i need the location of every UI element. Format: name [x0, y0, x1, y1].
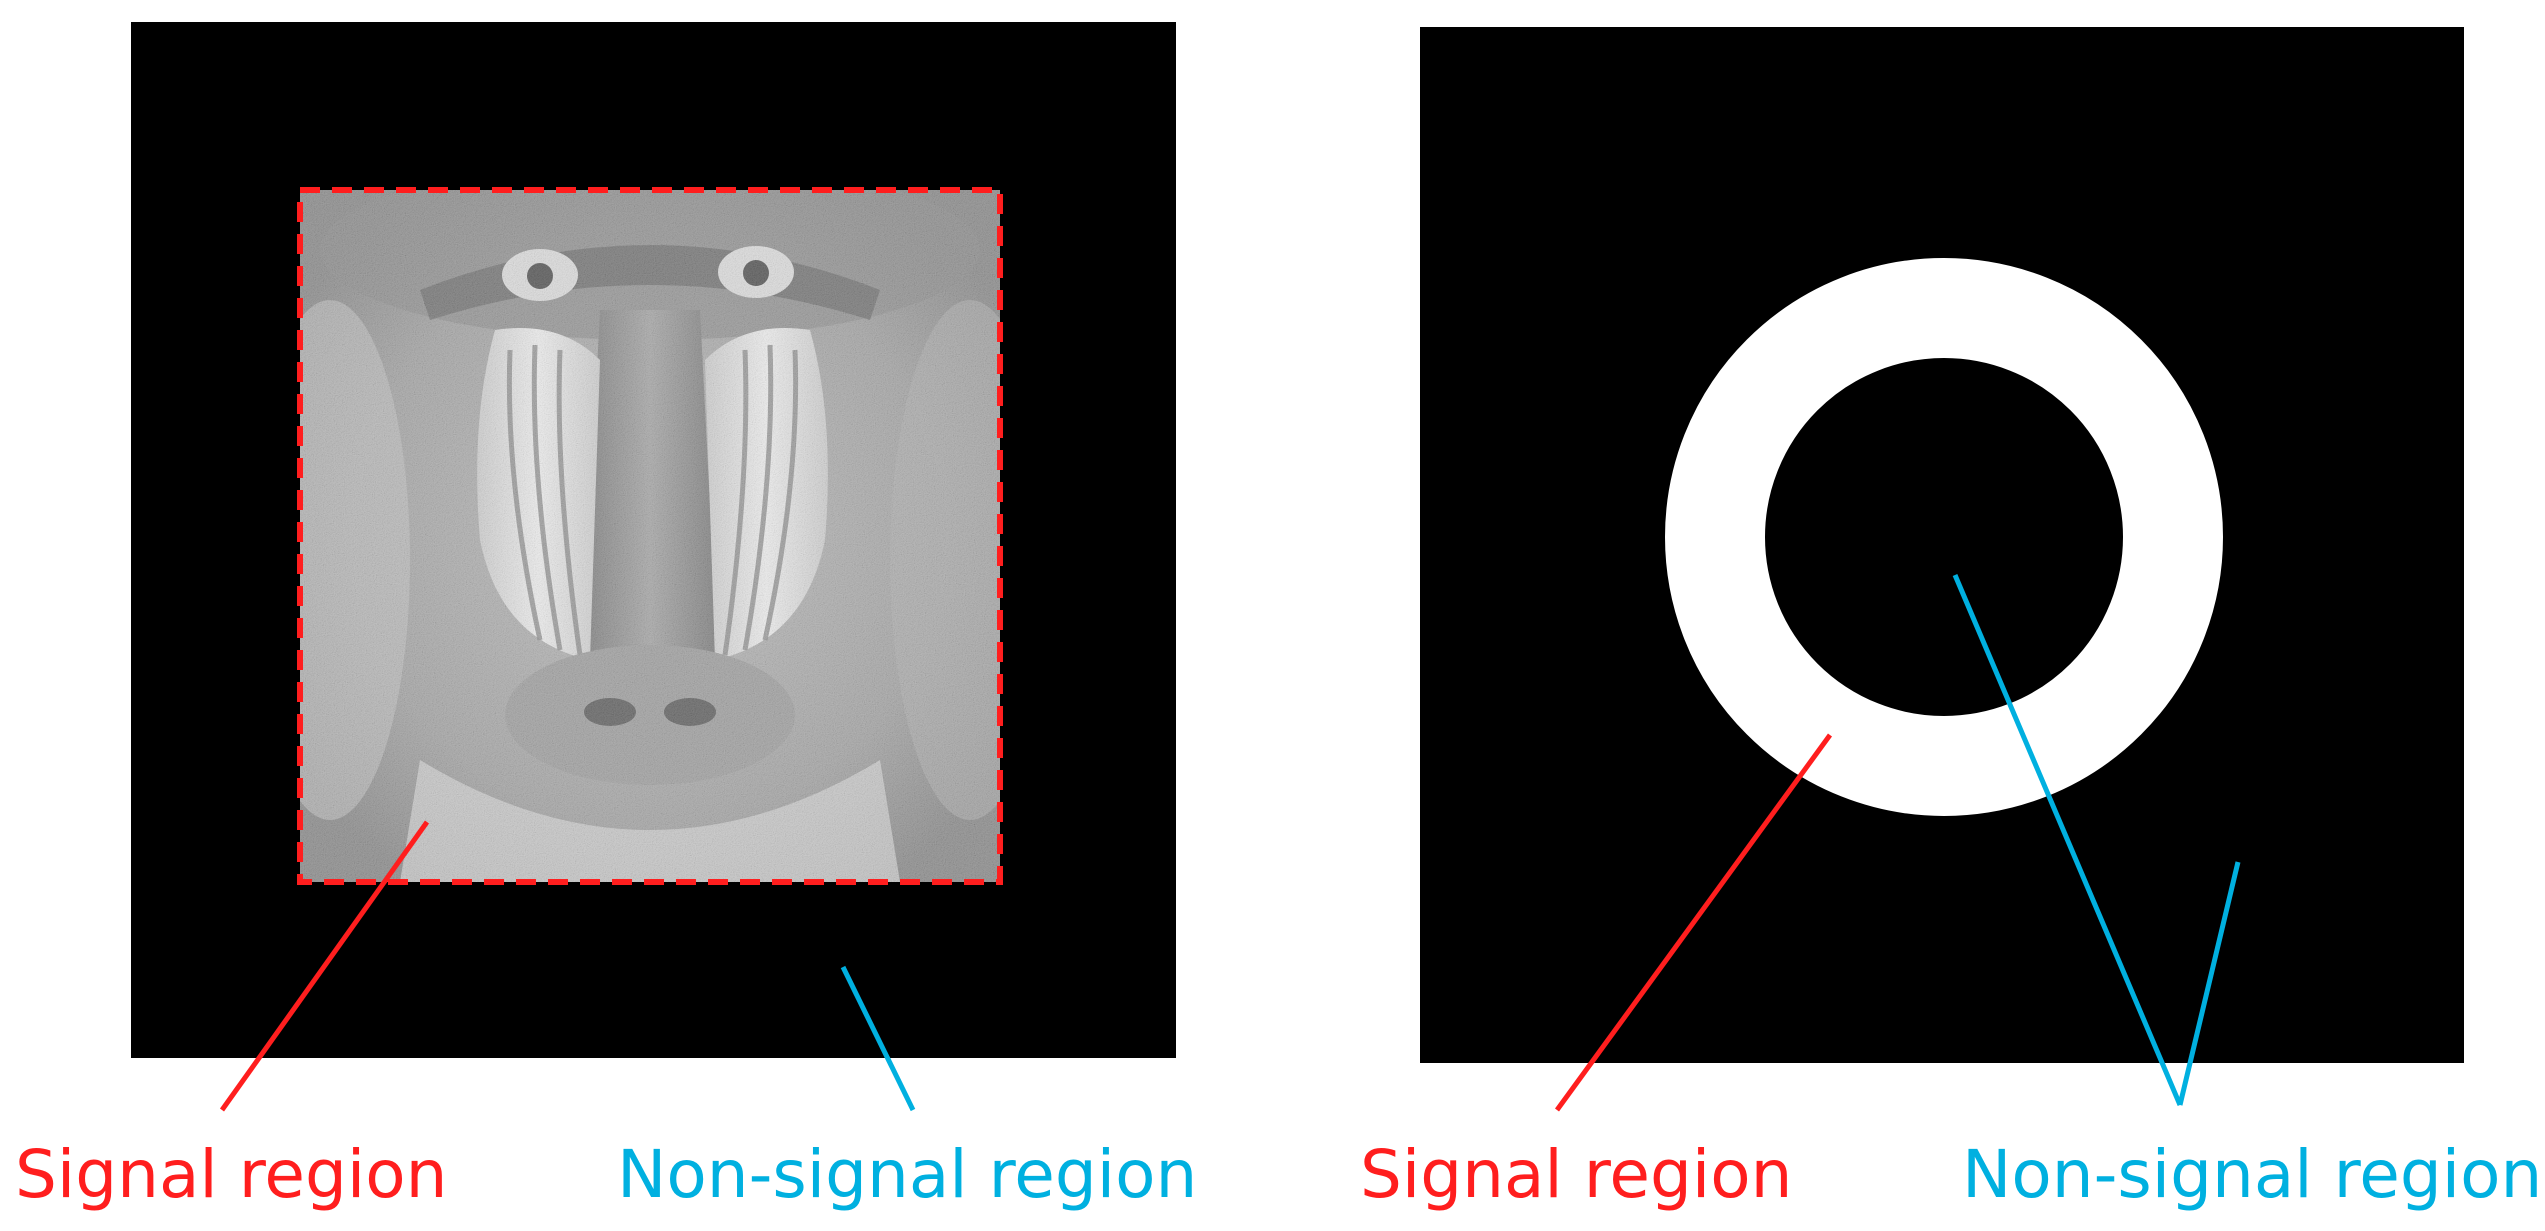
signal-ring: [1665, 258, 2223, 816]
left-signal-pointer: [219, 820, 430, 1112]
right-panel: Signal region Non-signal region: [1360, 27, 2542, 1213]
mandrill-image: [300, 190, 1000, 882]
right-non-signal-pointer-inner: [1952, 574, 2183, 1106]
right-signal-pointer: [1554, 733, 1833, 1112]
left-non-signal-label: Non-signal region: [617, 1136, 1197, 1213]
left-non-signal-pointer: [840, 965, 916, 1112]
left-panel: Signal region Non-signal region: [15, 22, 1197, 1213]
right-signal-label: Signal region: [1360, 1136, 1792, 1213]
right-non-signal-pointer-outer: [2177, 861, 2241, 1106]
right-black-field: [1420, 27, 2464, 1063]
right-non-signal-label: Non-signal region: [1962, 1136, 2542, 1213]
left-signal-label: Signal region: [15, 1136, 447, 1213]
signal-region-boundary: [297, 187, 1003, 885]
